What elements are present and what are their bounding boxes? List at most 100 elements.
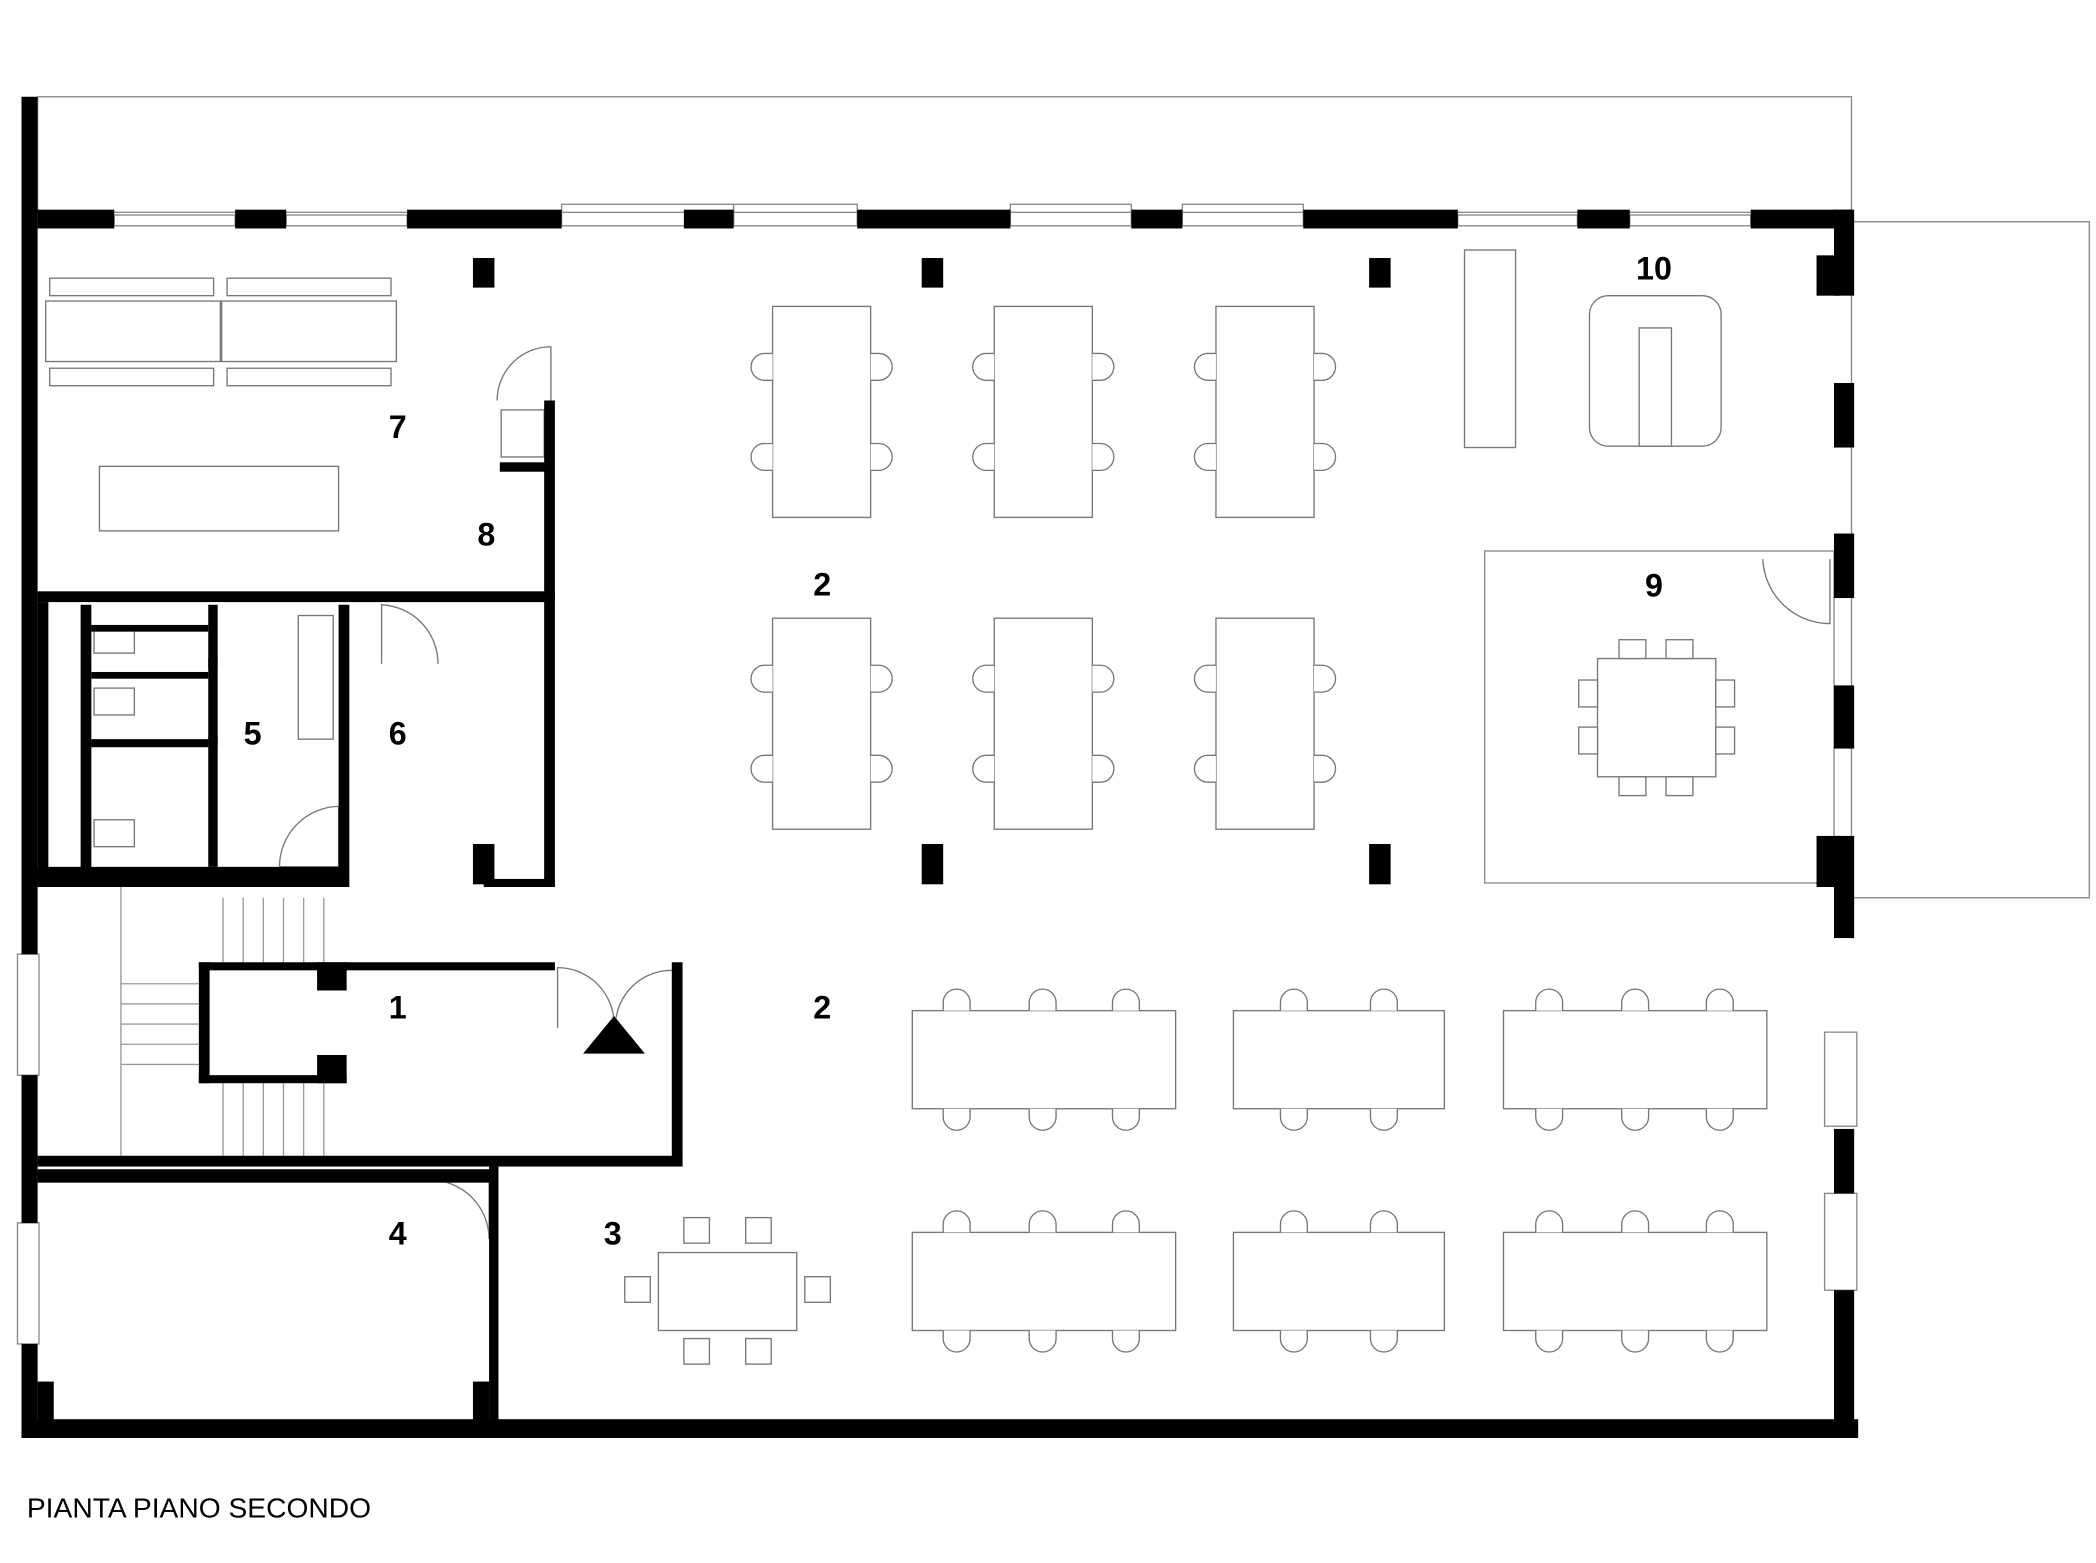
chair: [1111, 1108, 1141, 1131]
wall: [1369, 258, 1391, 288]
wall: [489, 1166, 499, 1422]
furniture-item: [49, 277, 215, 297]
wall: [91, 739, 209, 748]
chair: [1369, 1330, 1399, 1353]
chair: [1279, 988, 1308, 1011]
wall: [671, 962, 683, 1164]
chair: [870, 442, 893, 472]
chair: [1535, 1210, 1564, 1233]
wall: [1834, 383, 1855, 448]
wall: [37, 591, 555, 603]
wall: [208, 604, 218, 867]
table: [1596, 657, 1717, 778]
chair: [1621, 1210, 1650, 1233]
furniture-item: [226, 367, 392, 387]
chair: [1092, 664, 1115, 693]
window: [16, 953, 40, 1076]
window: [1457, 214, 1579, 227]
chair: [1279, 1108, 1308, 1131]
chair: [972, 754, 995, 783]
chair: [1092, 352, 1115, 382]
wall: [499, 462, 551, 472]
furniture-item: [226, 277, 392, 297]
wall: [338, 604, 350, 887]
wall: [235, 209, 287, 229]
chair: [750, 754, 773, 783]
door-swing: [556, 966, 672, 1029]
wall: [198, 962, 555, 971]
chair: [745, 1337, 772, 1365]
chair: [683, 1216, 711, 1244]
window: [1009, 203, 1132, 227]
chair: [870, 754, 893, 783]
chair: [1111, 1210, 1141, 1233]
chair: [624, 1276, 651, 1303]
wall: [1834, 1128, 1855, 1194]
chair: [1028, 1108, 1057, 1131]
desk: [993, 305, 1094, 519]
chair: [1092, 442, 1115, 472]
wall: [544, 400, 555, 887]
room-label-2-lower: 2: [813, 990, 831, 1026]
toilet: [93, 819, 136, 848]
room-label-10: 10: [1636, 251, 1672, 287]
chair: [1621, 1108, 1650, 1131]
wall: [472, 1381, 490, 1422]
chair: [1111, 988, 1141, 1011]
wall: [1834, 685, 1855, 749]
entrance-arrow-icon: [583, 1016, 645, 1054]
chair: [1705, 1210, 1734, 1233]
room-label-8: 8: [477, 517, 495, 553]
window: [16, 1222, 40, 1345]
wall: [91, 624, 209, 632]
desk: [1215, 305, 1315, 519]
chair: [1028, 1330, 1057, 1353]
wall: [472, 843, 495, 885]
room-label-3: 3: [604, 1215, 622, 1251]
door-swing: [380, 604, 439, 664]
chair: [1028, 988, 1057, 1011]
wall: [317, 962, 347, 991]
wall: [483, 878, 555, 887]
wall: [1369, 843, 1391, 885]
window: [732, 203, 858, 227]
wall: [37, 1155, 683, 1167]
wall: [37, 1169, 498, 1183]
table: [911, 1009, 1177, 1110]
wall: [21, 1343, 38, 1439]
chair: [942, 1108, 971, 1131]
chair: [1705, 1330, 1734, 1353]
table: [911, 1231, 1177, 1332]
chair: [1279, 1210, 1308, 1233]
wall: [1750, 209, 1852, 229]
balcony: [1850, 221, 2090, 899]
wall: [37, 866, 347, 887]
chair: [745, 1216, 772, 1244]
chair: [1705, 988, 1734, 1011]
chair: [972, 352, 995, 382]
furniture-item: [221, 300, 398, 363]
door-swing: [278, 805, 340, 868]
chair: [683, 1337, 711, 1365]
wall: [208, 736, 218, 748]
wall: [1577, 209, 1630, 229]
chair: [1535, 1108, 1564, 1131]
plan-title: PIANTA PIANO SECONDO: [27, 1491, 371, 1523]
wall: [1131, 209, 1183, 229]
wall: [1816, 255, 1841, 296]
chair: [870, 664, 893, 693]
table: [657, 1251, 798, 1332]
chair: [1621, 1330, 1650, 1353]
sofa-back: [1638, 327, 1673, 447]
table: [1502, 1009, 1768, 1110]
room-label-1: 1: [389, 990, 407, 1026]
chair: [1618, 776, 1647, 797]
balcony: [36, 96, 1853, 214]
chair: [870, 352, 893, 382]
window: [1823, 1192, 1858, 1291]
chair: [942, 1210, 971, 1233]
wall: [921, 258, 944, 288]
chair: [972, 442, 995, 472]
window: [113, 214, 236, 227]
